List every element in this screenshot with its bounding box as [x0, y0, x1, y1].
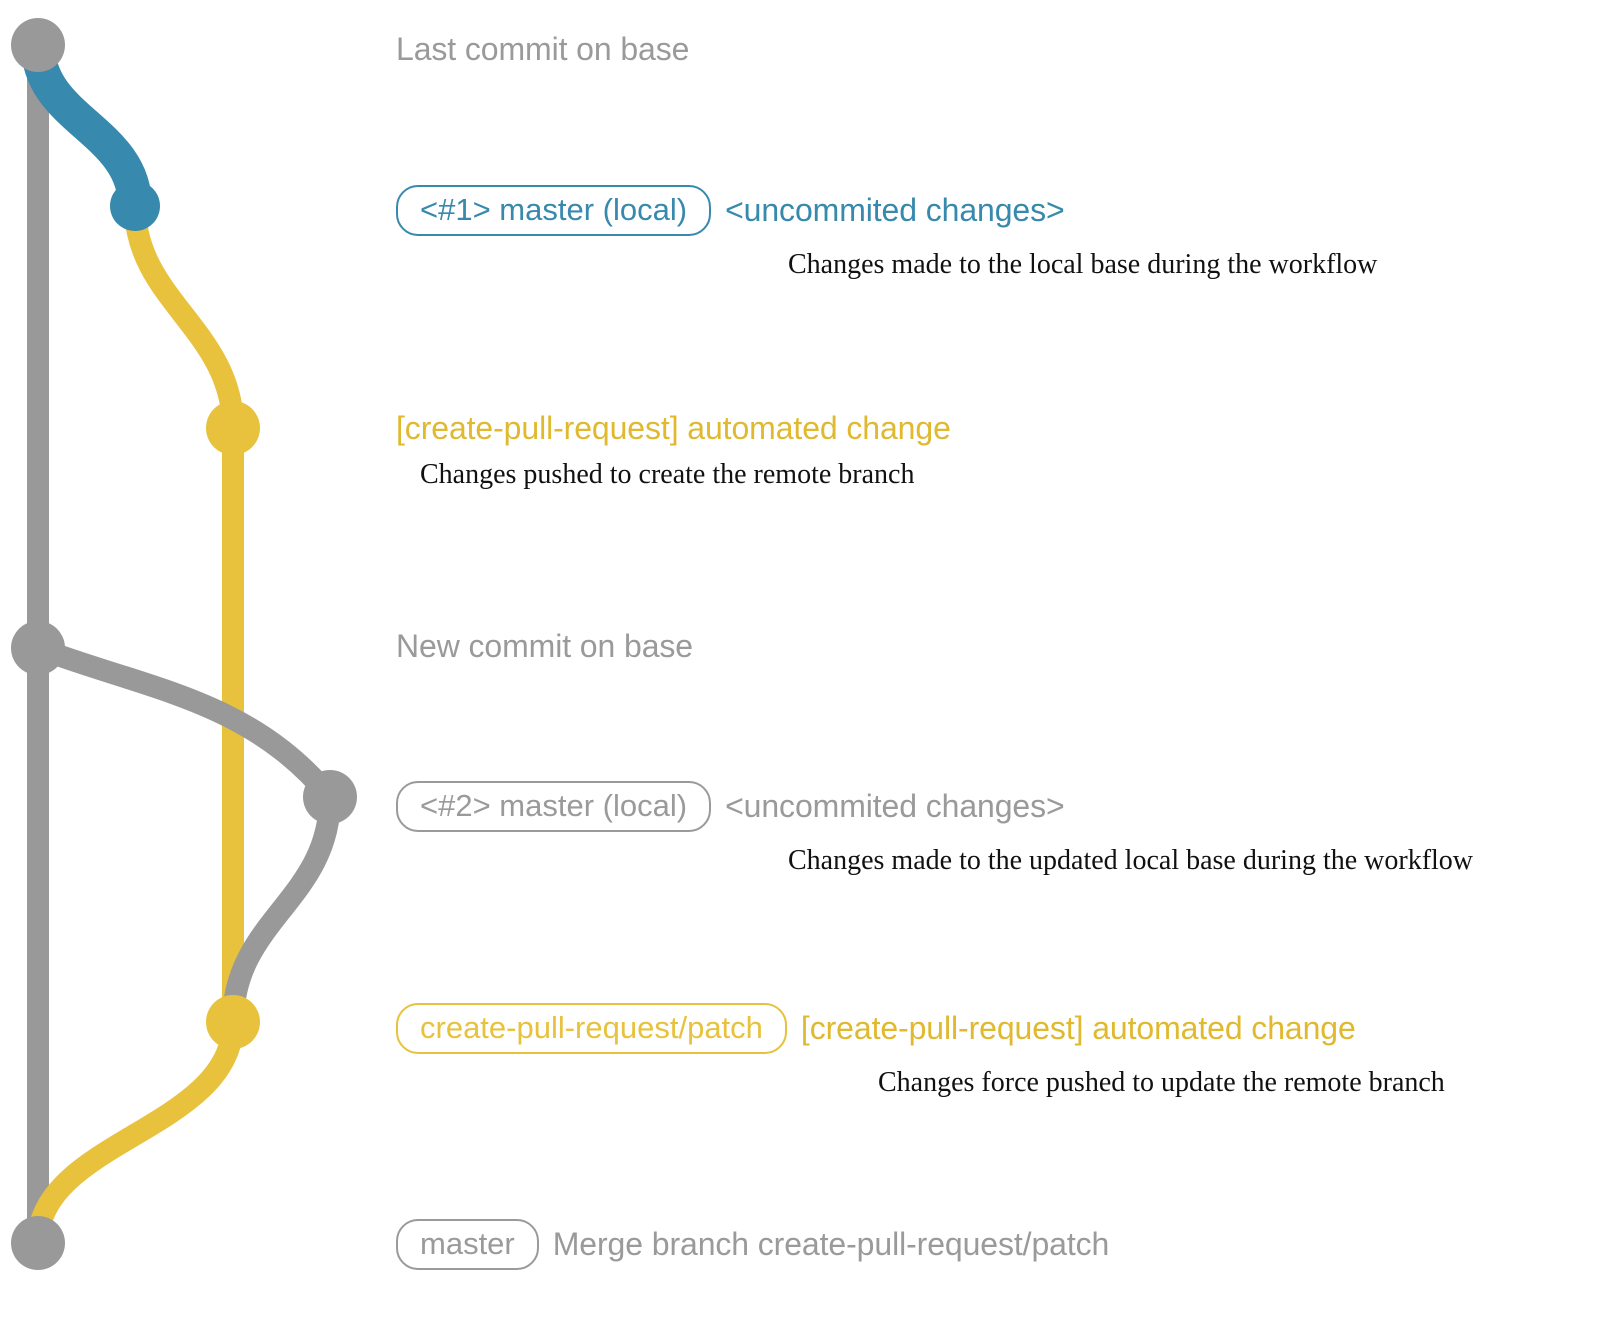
- commit-node-merge[interactable]: [11, 1216, 65, 1270]
- commit-node-base-2[interactable]: [11, 621, 65, 675]
- commit-node-local-1[interactable]: [110, 181, 160, 231]
- commit-note: Changes pushed to create the remote bran…: [420, 458, 915, 490]
- commit-node-patch-2[interactable]: [206, 995, 260, 1049]
- commit-subject: New commit on base: [396, 628, 693, 664]
- row-new-commit-on-base: New commit on base: [396, 628, 1618, 664]
- ref-badge-master[interactable]: master: [396, 1219, 539, 1270]
- commit-note: Changes force pushed to update the remot…: [878, 1067, 1445, 1098]
- row-merge-commit: master Merge branch create-pull-request/…: [396, 1219, 1618, 1270]
- commit-subject: <uncommited changes>: [725, 191, 1065, 228]
- commit-subject: <uncommited changes>: [725, 787, 1065, 824]
- commit-subject: Last commit on base: [396, 31, 690, 67]
- commit-node-base-1[interactable]: [11, 18, 65, 72]
- ref-badge-master-local-1[interactable]: <#1> master (local): [396, 185, 712, 236]
- ref-badge-master-local-2[interactable]: <#2> master (local): [396, 781, 712, 832]
- row-automated-change-2: create-pull-request/patch [create-pull-r…: [396, 1003, 1618, 1099]
- edge-patch2-to-merge: [27, 1011, 244, 1254]
- edge-base2-to-local2: [27, 637, 341, 808]
- edge-local1-to-patch1: [124, 195, 244, 439]
- commit-node-patch-1[interactable]: [206, 401, 260, 455]
- row-automated-change-1: [create-pull-request] automated change C…: [396, 410, 1618, 490]
- commit-subject: [create-pull-request] automated change: [396, 410, 951, 446]
- commit-node-local-2[interactable]: [303, 770, 357, 824]
- git-graph: [11, 18, 357, 1270]
- row-master-local-2: <#2> master (local) <uncommited changes>…: [396, 781, 1618, 877]
- commit-subject: [create-pull-request] automated change: [800, 1009, 1356, 1046]
- edge-local2-to-patch2: [222, 786, 341, 1033]
- ref-badge-create-pull-request-patch[interactable]: create-pull-request/patch: [396, 1003, 787, 1054]
- row-last-commit-on-base: Last commit on base: [396, 31, 1618, 67]
- commit-note: Changes made to the local base during th…: [788, 249, 1378, 280]
- commit-note: Changes made to the updated local base d…: [788, 845, 1474, 876]
- commit-subject: Merge branch create-pull-request/patch: [552, 1225, 1110, 1262]
- row-master-local-1: <#1> master (local) <uncommited changes>…: [396, 185, 1618, 281]
